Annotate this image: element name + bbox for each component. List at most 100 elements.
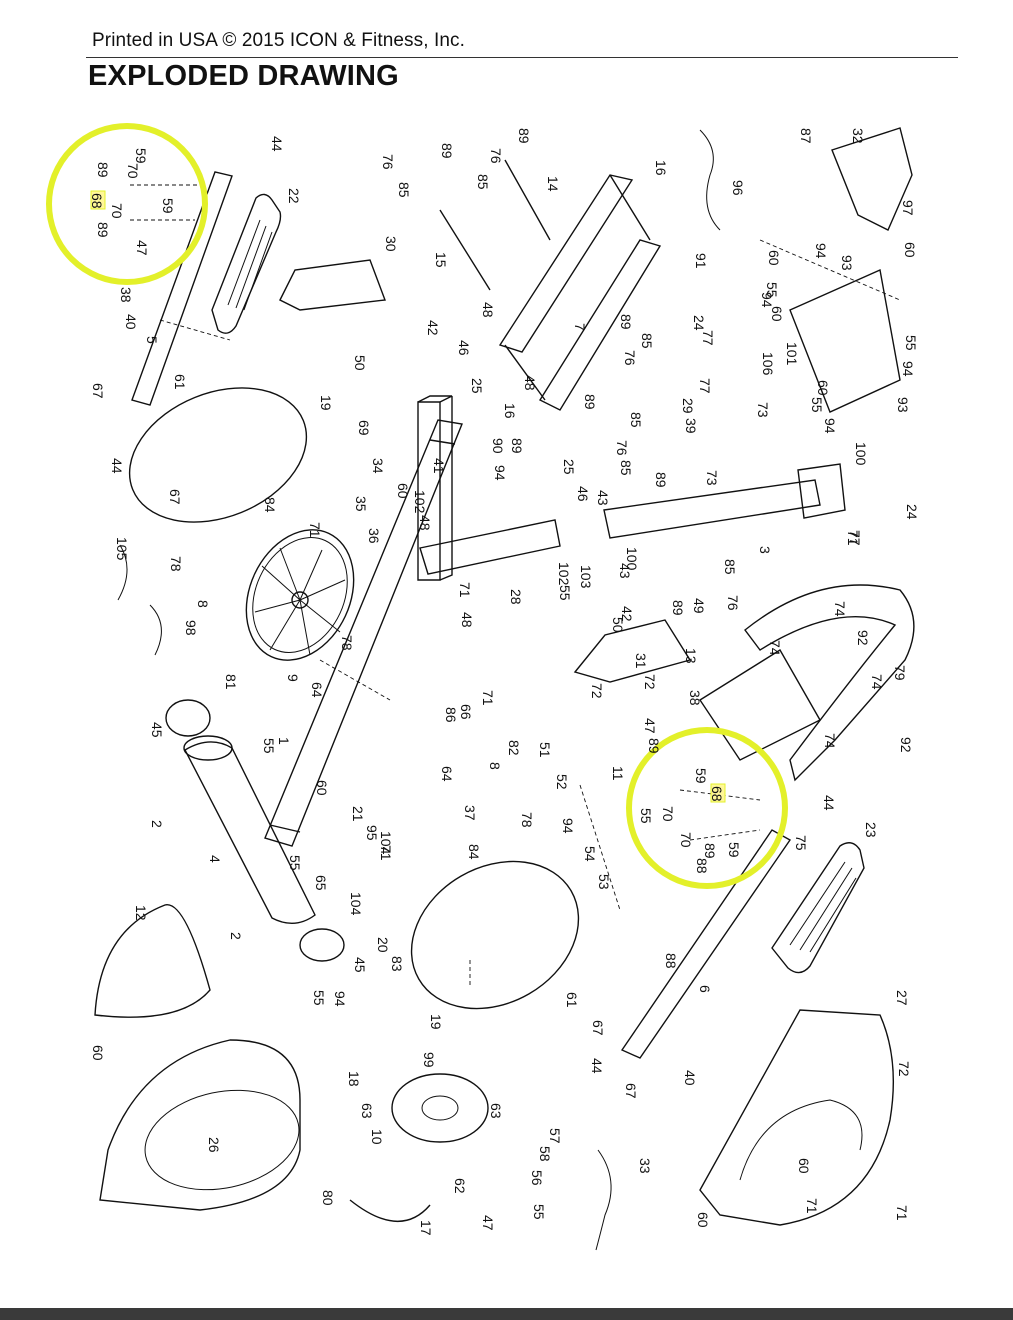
callout: 90 [490, 438, 506, 454]
callout: 85 [639, 333, 655, 349]
callout: 105 [114, 537, 130, 561]
callout: 55 [764, 282, 780, 298]
callout: 68 [89, 193, 105, 209]
callout: 35 [353, 496, 369, 512]
callout: 59 [133, 148, 149, 164]
callout: 47 [134, 240, 150, 256]
callout: 84 [466, 844, 482, 860]
callout: 44 [589, 1058, 605, 1074]
belt-shield [99, 1039, 301, 1211]
callout: 82 [506, 740, 522, 756]
callout: 38 [118, 287, 134, 303]
callout: 39 [683, 418, 699, 434]
callout: 85 [722, 559, 738, 575]
callout: 27 [894, 990, 910, 1006]
pulley [391, 1073, 489, 1143]
callout: 46 [456, 340, 472, 356]
console [831, 127, 913, 231]
callout: 64 [439, 766, 455, 782]
callout: 65 [313, 875, 329, 891]
callout: 3 [757, 546, 773, 554]
callout: 47 [480, 1215, 496, 1231]
callout: 55 [809, 397, 825, 413]
callout: 16 [502, 403, 518, 419]
left-pedal [211, 193, 282, 334]
callout: 24 [904, 504, 920, 520]
callout: 58 [537, 1146, 553, 1162]
callout: 16 [653, 160, 669, 176]
callout: 24 [691, 315, 707, 331]
callout: 48 [459, 612, 475, 628]
callout: 71 [480, 690, 496, 706]
callout: 68 [709, 786, 725, 802]
callout: 89 [646, 738, 662, 754]
callout: 29 [680, 398, 696, 414]
callout: 25 [469, 378, 485, 394]
callout: 8 [487, 762, 503, 770]
part-line-art [94, 127, 915, 1251]
callout: 38 [687, 690, 703, 706]
callout: 70 [125, 163, 141, 179]
callout: 102 [556, 562, 572, 586]
callout: 69 [356, 420, 372, 436]
callout: 71 [894, 1205, 910, 1221]
callout: 104 [378, 831, 394, 855]
callout: 32 [850, 128, 866, 144]
callout: 2 [228, 932, 244, 940]
callout: 94 [900, 361, 916, 377]
callout: 71 [804, 1198, 820, 1214]
callout: 60 [769, 306, 785, 322]
power-cord [595, 1149, 612, 1251]
callout: 44 [269, 136, 285, 152]
callout: 74 [869, 674, 885, 690]
callout: 54 [582, 846, 598, 862]
callout: 81 [223, 674, 239, 690]
callout: 93 [895, 397, 911, 413]
callout: 76 [725, 595, 741, 611]
callout: 60 [395, 483, 411, 499]
highlight-rings [46, 123, 788, 889]
callout: 91 [693, 253, 709, 269]
callout: 25 [561, 459, 577, 475]
callout: 60 [815, 380, 831, 396]
callout: 60 [314, 780, 330, 796]
callout: 57 [547, 1128, 563, 1144]
callout: 85 [618, 460, 634, 476]
callout: 89 [582, 394, 598, 410]
callout: 106 [760, 352, 776, 376]
callout: 78 [519, 812, 535, 828]
callout: 62 [452, 1178, 468, 1194]
callout: 100 [853, 442, 869, 466]
callout: 89 [516, 128, 532, 144]
cable-96 [699, 129, 721, 231]
callout: 89 [653, 472, 669, 488]
callout: 94 [332, 991, 348, 1007]
callout-numbers: 1 2 2 3 4 5 6 7 8 8 9 10 11 12 13 14 15 … [89, 128, 920, 1236]
flywheel [245, 529, 355, 661]
callout: 12 [133, 905, 149, 921]
callout: 30 [383, 236, 399, 252]
callout: 48 [522, 375, 538, 391]
callout: 53 [596, 874, 612, 890]
callout: 79 [892, 665, 908, 681]
callout: 78 [339, 635, 355, 651]
callout: 93 [839, 255, 855, 271]
callout: 94 [560, 818, 576, 834]
rear-shield [699, 1009, 895, 1226]
callout: 70 [678, 832, 694, 848]
upper-slide-frame [498, 174, 634, 353]
callout: 61 [564, 992, 580, 1008]
callout: 13 [683, 648, 699, 664]
callout: 67 [167, 489, 183, 505]
right-side-shield [410, 860, 580, 1010]
motor-bracket [789, 268, 901, 413]
right-arm [620, 829, 792, 1059]
callout: 63 [488, 1103, 504, 1119]
callout: 89 [439, 143, 455, 159]
callout: 70 [660, 806, 676, 822]
callout: 1 [276, 737, 292, 745]
callout: 89 [618, 314, 634, 330]
belt [349, 1199, 431, 1223]
callout: 55 [557, 585, 573, 601]
callout: 44 [821, 795, 837, 811]
